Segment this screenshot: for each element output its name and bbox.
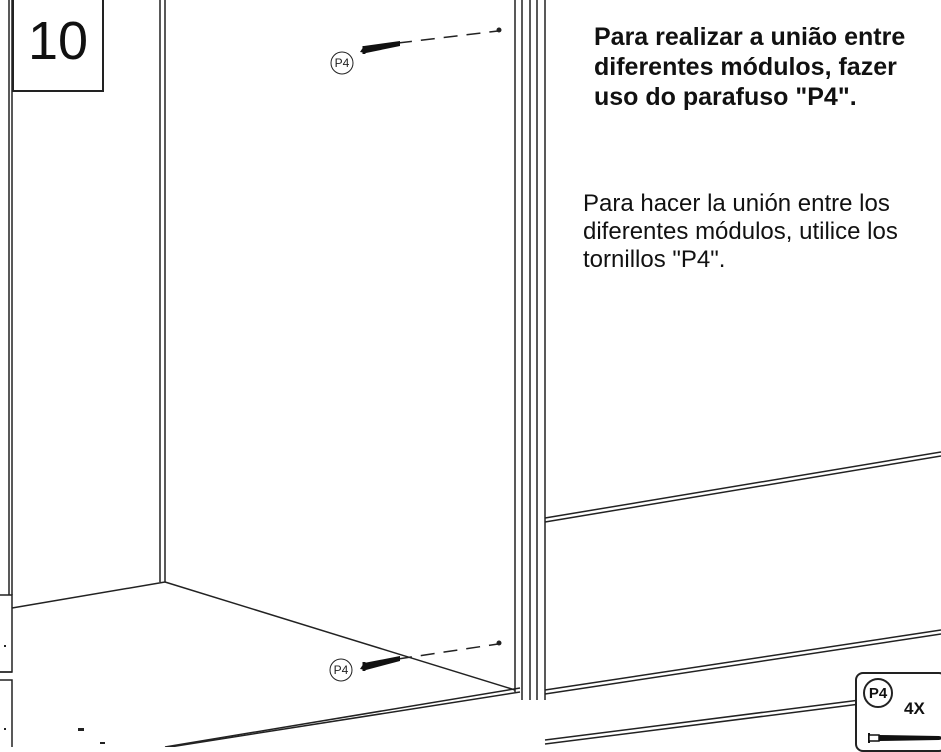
- guide-line-top: [397, 30, 499, 44]
- callout-p4-top: P4: [330, 51, 354, 75]
- callout-label-top: P4: [335, 56, 350, 70]
- floor-front-edge: [169, 691, 521, 747]
- step-number-box: 10: [12, 0, 104, 92]
- hole-bottom: [496, 640, 502, 646]
- screw-icon-bottom: [360, 656, 400, 671]
- parts-quantity-box: P4 4X: [855, 672, 941, 752]
- callout-p4-bottom: P4: [329, 658, 353, 682]
- instruction-text-spanish: Para hacer la unión entre los diferentes…: [583, 190, 898, 273]
- instruction-text-portuguese: Para realizar a união entre diferentes m…: [594, 23, 906, 111]
- hole-top: [496, 27, 502, 33]
- left-object: [0, 594, 13, 673]
- right-shelf-top: [544, 451, 941, 519]
- callout-label-bottom: P4: [334, 663, 349, 677]
- part-id-badge: P4: [863, 678, 893, 708]
- right-floor-line: [544, 629, 941, 691]
- guide-line-bottom: [397, 643, 499, 660]
- screw-icon: [868, 733, 941, 743]
- floor-back-edge: [11, 581, 166, 609]
- partition-bottom-edge: [164, 581, 516, 691]
- debris-marks: [4, 645, 105, 744]
- step-number: 10: [27, 11, 89, 71]
- screw-icon-top: [360, 41, 400, 54]
- part-quantity: 4X: [904, 699, 925, 718]
